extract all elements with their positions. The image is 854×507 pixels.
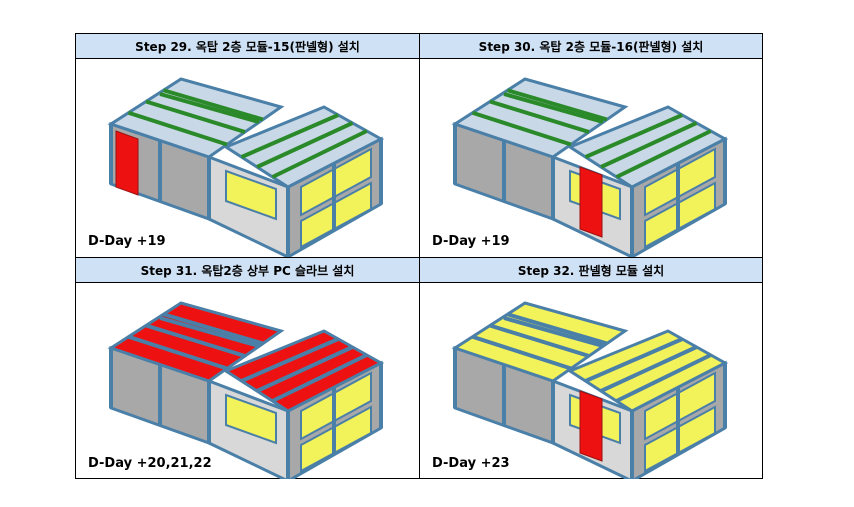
roof-beam [489, 99, 590, 134]
steps-table: Step 29. 옥탑 2층 모듈-15(판넬형) 설치 D-Day +19 S… [75, 33, 763, 479]
roof-beam [584, 113, 684, 159]
step-29-model [107, 77, 385, 257]
roof-beam [159, 92, 260, 124]
step-31-dday: D-Day +20,21,22 [88, 456, 212, 471]
roof-beam [600, 121, 698, 169]
roof-beam [256, 345, 354, 393]
red-module [579, 390, 603, 462]
roof-beam [162, 88, 264, 122]
step-30-title: Step 30. 옥탑 2층 모듈-16(판넬형) 설치 [420, 34, 762, 59]
roof-beam [256, 121, 354, 169]
roof-beam [240, 337, 340, 383]
red-module [115, 130, 139, 196]
roof-beam [506, 312, 608, 346]
roof-beam [600, 345, 698, 393]
roof-beam [503, 316, 604, 348]
step-31-title: Step 31. 옥탑2층 상부 PC 슬라브 설치 [76, 258, 419, 283]
roof-beam [271, 129, 368, 179]
table-divider-horizontal [76, 257, 762, 258]
step-29-image [76, 59, 419, 257]
roof-beam [489, 323, 590, 358]
roof-beam [240, 113, 340, 159]
step-32-model [451, 301, 729, 479]
step-32-image [420, 283, 762, 479]
step-32-title: Step 32. 판넬형 모듈 설치 [420, 258, 762, 283]
step-31-image [76, 283, 419, 479]
red-module [579, 166, 603, 238]
step-31-cell: Step 31. 옥탑2층 상부 PC 슬라브 설치 D-Day +20,21,… [76, 258, 419, 479]
yellow-panel [225, 393, 277, 445]
step-29-title: Step 29. 옥탑 2층 모듈-15(판넬형) 설치 [76, 34, 419, 59]
roof-beam [471, 334, 572, 371]
roof-beam [127, 110, 228, 147]
table-divider-vertical [419, 34, 420, 478]
step-32-dday: D-Day +23 [432, 456, 510, 471]
yellow-panel [225, 169, 277, 221]
roof-beam [615, 129, 712, 179]
step-30-model [451, 77, 729, 257]
step-30-cell: Step 30. 옥탑 2층 모듈-16(판넬형) 설치 D-Day +19 [420, 34, 762, 257]
step-31-model [107, 301, 385, 479]
roof-beam [584, 337, 684, 383]
roof-beam [503, 92, 604, 124]
roof-beam [615, 353, 712, 403]
roof-beam [271, 353, 368, 403]
roof-beam [506, 88, 608, 122]
roof-beam [127, 334, 228, 371]
step-29-dday: D-Day +19 [88, 234, 166, 249]
roof-beam [145, 323, 246, 358]
step-32-cell: Step 32. 판넬형 모듈 설치 D-Day +23 [420, 258, 762, 479]
roof-beam [145, 99, 246, 134]
step-30-dday: D-Day +19 [432, 234, 510, 249]
step-29-cell: Step 29. 옥탑 2층 모듈-15(판넬형) 설치 D-Day +19 [76, 34, 419, 257]
roof-beam [159, 316, 260, 348]
roof-beam [471, 110, 572, 147]
roof-beam [162, 312, 264, 346]
step-30-image [420, 59, 762, 257]
